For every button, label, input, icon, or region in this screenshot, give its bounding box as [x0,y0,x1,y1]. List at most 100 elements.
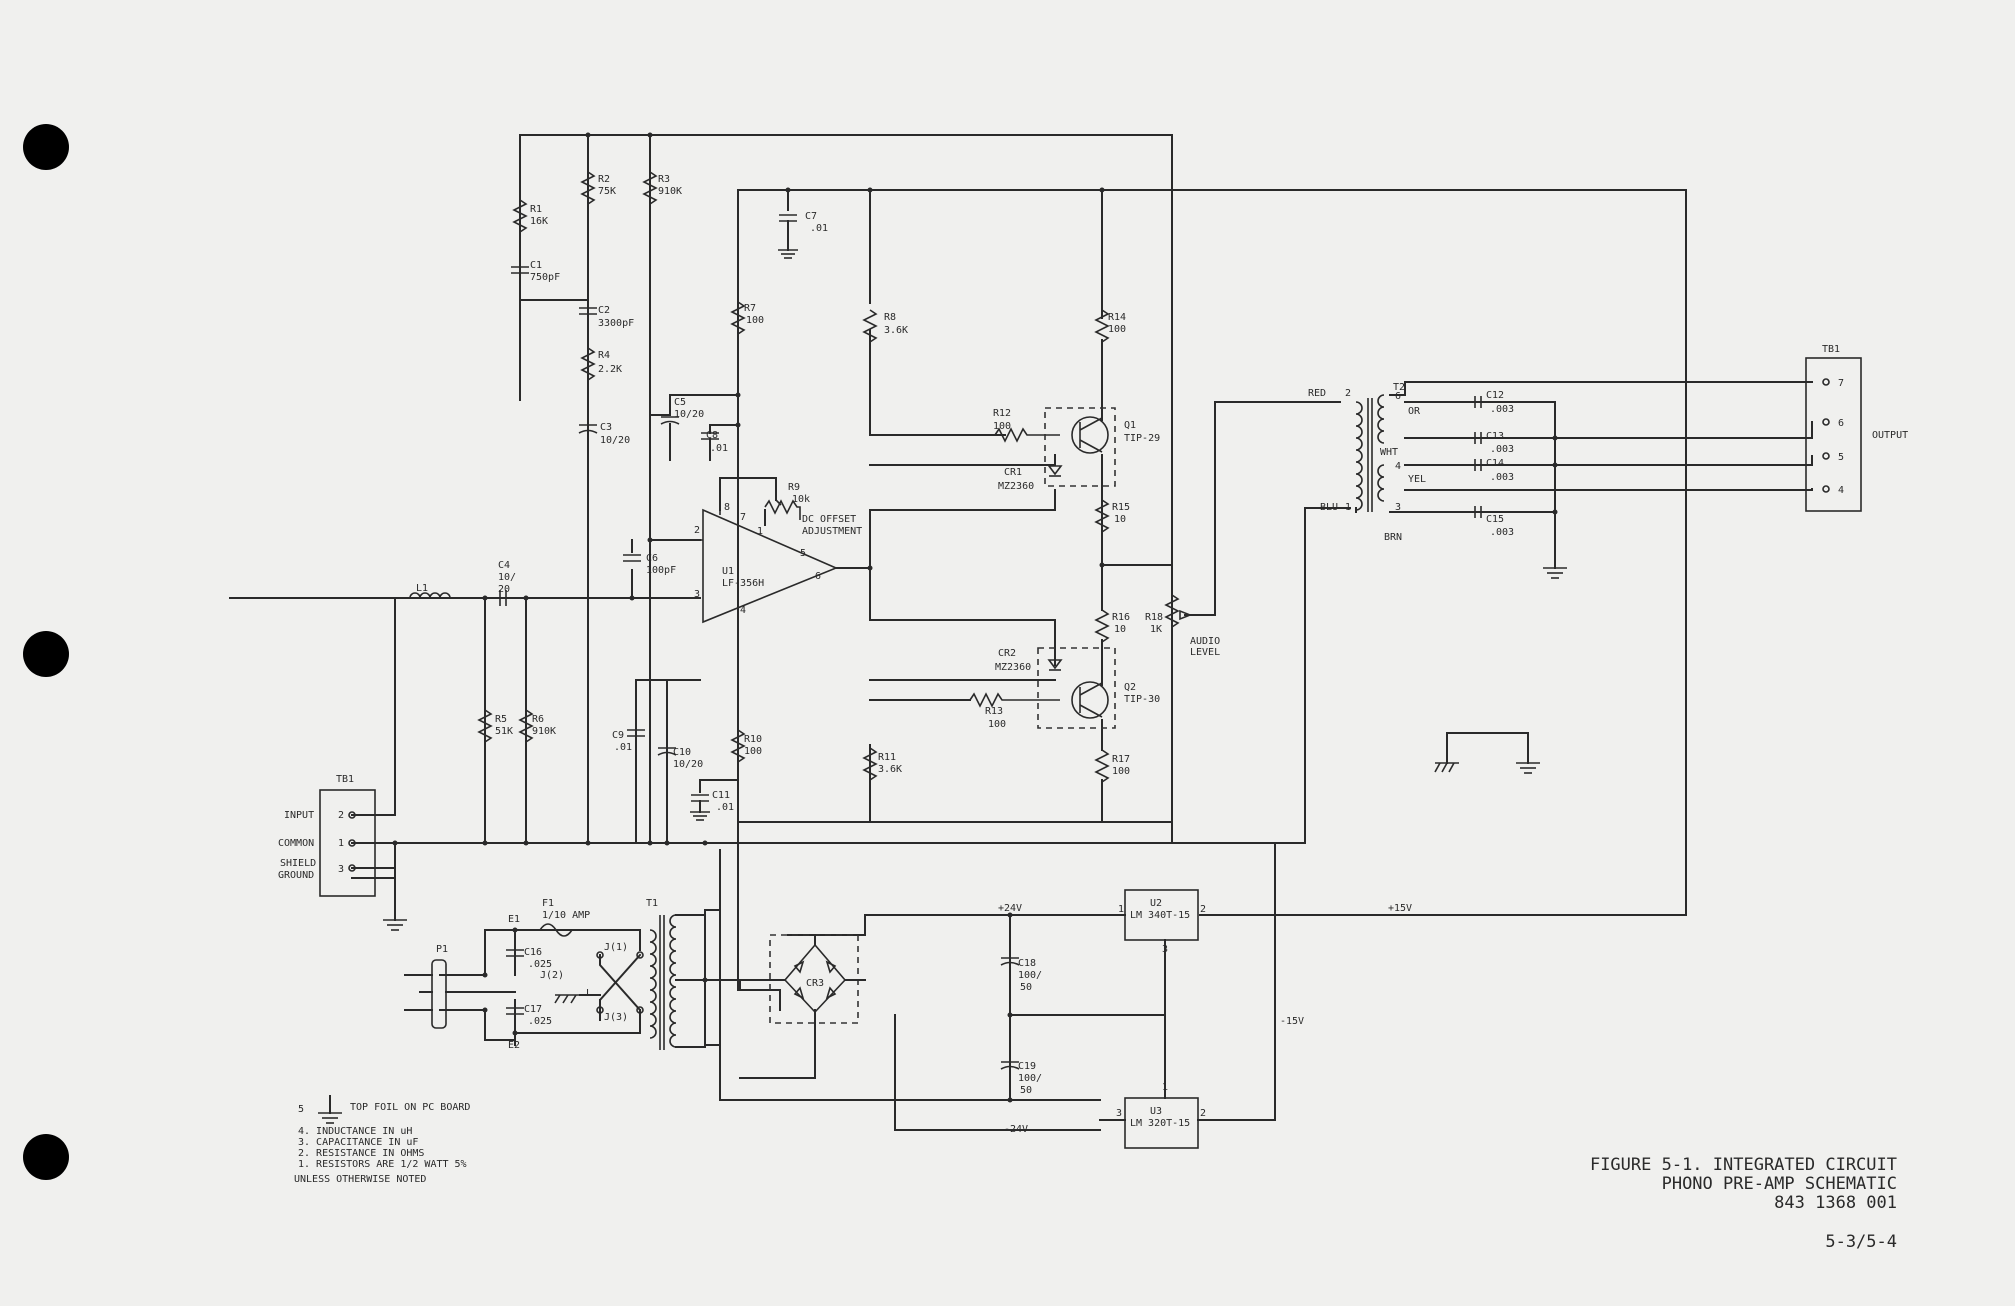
capacitor-c7 [778,214,798,259]
label-c9: C9 [612,730,624,741]
label-c11: C11 [712,790,730,801]
capacitor-c12 [1474,396,1482,408]
label-r14: R14 [1108,312,1126,323]
label-wire-red: RED [1308,388,1326,399]
capacitor-c9 [627,729,645,737]
label-r6-value: 910K [532,726,556,737]
label-e1: E1 [508,914,520,925]
tb1-input-pin-2: 2 [338,810,344,821]
label-f1-value: 1/10 AMP [542,910,590,921]
transistor-q1 [1044,407,1116,487]
capacitor-c15 [1474,506,1482,518]
terminal-block-input-labels: TB1 INPUT COMMON SHIELD GROUND 2 1 3 [278,774,354,881]
capacitor-c1 [511,266,529,274]
resistor-r8 [862,309,878,343]
label-r9-value: 10k [792,494,810,505]
label-r15-value: 10 [1114,514,1126,525]
label-p1: P1 [436,944,448,955]
title-block: FIGURE 5-1. INTEGRATED CIRCUIT PHONO PRE… [1590,1155,1897,1252]
label-c13: C13 [1486,431,1504,442]
tb1-ground-label: GROUND [278,870,314,881]
capacitor-c5 [660,416,680,461]
label-c19-value-2: 50 [1020,1085,1032,1096]
label-q2-value: TIP-30 [1124,694,1160,705]
figure-title-line-1: FIGURE 5-1. INTEGRATED CIRCUIT [1590,1155,1897,1175]
tb1-output-name: TB1 [1822,344,1840,355]
label-r18: R18 [1145,612,1163,623]
label-u2: U2 [1150,898,1162,909]
label-r11: R11 [878,752,896,763]
bridge-rectifier-cr3 [739,934,866,1024]
label-c3: C3 [600,422,612,433]
label-wire-brn: BRN [1384,532,1402,543]
label-r6: R6 [532,714,544,725]
regulator-u2 [1099,889,1199,941]
resistors [477,171,1191,783]
label-r2-value: 75K [598,186,616,197]
label-c1: C1 [530,260,542,271]
label-f1: F1 [542,898,554,909]
label-c15-value: .003 [1490,527,1514,538]
label-wire-wht: WHT [1380,447,1398,458]
diode-cr1 [1047,465,1063,477]
terminal-block-input [319,789,407,931]
label-u1-value: LF-356H [722,578,764,589]
resistor-r12 [994,427,1060,443]
capacitor-c8 [701,432,719,461]
wiring [229,134,1813,1131]
label-c10: C10 [673,747,691,758]
resistor-r2 [580,171,596,205]
note-unless: UNLESS OTHERWISE NOTED [294,1174,426,1185]
label-audio: AUDIO [1190,636,1220,647]
capacitor-c19 [1000,1061,1020,1070]
resistor-r11 [862,747,878,781]
ground-chassis-j2 [554,994,601,1004]
resistor-r17 [1094,749,1110,783]
u1-pin-2: 2 [694,525,700,536]
label-u3: U3 [1150,1106,1162,1117]
resistor-r9 [764,499,801,520]
label-c9-value: .01 [614,742,632,753]
label-c18: C18 [1018,958,1036,969]
note-5-number: 5 [298,1104,304,1115]
label-c14-value: .003 [1490,472,1514,483]
label-cr3: CR3 [806,978,824,989]
label-r3-value: 910K [658,186,682,197]
label-c7-value: .01 [810,223,828,234]
capacitor-c18 [1000,957,1020,966]
label-c18-value-2: 50 [1020,982,1032,993]
component-labels: R1 16K C1 750pF R2 75K R3 910K C2 3300pF… [416,174,1514,1129]
label-c4-value-2: 20 [498,584,510,595]
diode-cr2 [1047,659,1063,671]
capacitor-c17 [506,1007,524,1015]
label-wire-yel: YEL [1408,474,1426,485]
label-c19-value-1: 100/ [1018,1073,1042,1084]
transistor-q2 [1037,647,1116,729]
punch-hole-bottom [23,1134,69,1180]
resistor-r18-pot [1164,594,1180,640]
label-r10-value: 100 [744,746,762,757]
note-3: 3. CAPACITANCE IN uF [298,1137,418,1148]
label-c17-value: .025 [528,1016,552,1027]
label-r8-value: 3.6K [884,325,908,336]
label-c12: C12 [1486,390,1504,401]
opamp-u1 [700,508,839,624]
label-r12: R12 [993,408,1011,419]
resistor-r15 [1094,499,1110,533]
label-c16: C16 [524,947,542,958]
label-cr2: CR2 [998,648,1016,659]
label-r7-value: 100 [746,315,764,326]
label-r18-value: 1K [1150,624,1162,635]
t2-pin-1: 1 [1345,502,1351,513]
label-c2-value: 3300pF [598,318,634,329]
resistor-r14 [1094,309,1110,343]
resistor-r4 [580,347,596,381]
label-r14-value: 100 [1108,324,1126,335]
u1-pin-5: 5 [800,548,806,559]
label-c5: C5 [674,397,686,408]
u2-pin-1: 1 [1118,904,1124,915]
resistor-r16 [1094,609,1110,643]
label-r4-value: 2.2K [598,364,622,375]
label-c4-value-1: 10/ [498,572,516,583]
